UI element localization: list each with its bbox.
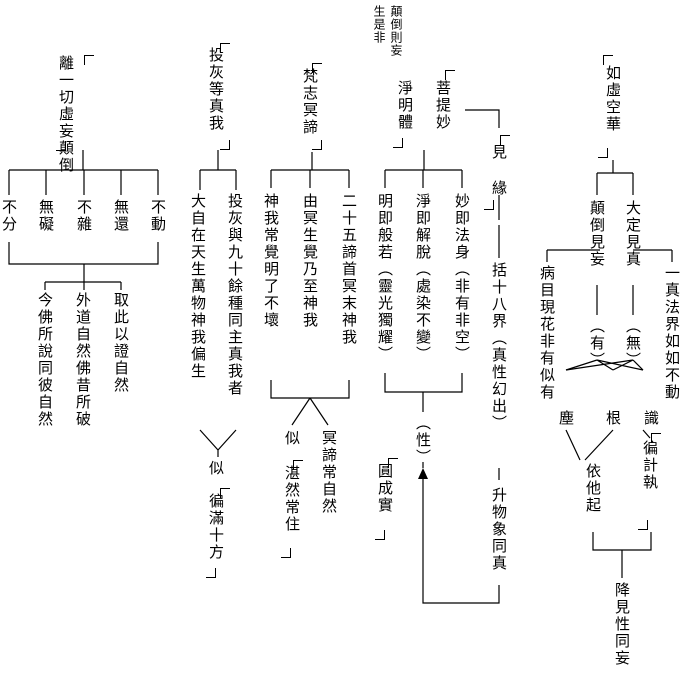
c1-b1: 不分 xyxy=(0,199,18,233)
c4-sheng: 升物象同真 xyxy=(490,487,508,572)
bracket-open xyxy=(293,460,303,470)
c5-t2: 根 xyxy=(604,410,622,427)
c5-side-l: 病目現花非有似有 xyxy=(538,265,556,401)
c5-l1-tag: （有） xyxy=(588,318,606,369)
c4-seed: （性） xyxy=(414,415,432,466)
c4-result: 圓成實 xyxy=(376,463,394,514)
c5-side-r: 一真法界如如不動 xyxy=(663,265,681,401)
bracket-close xyxy=(312,140,322,150)
bracket-open xyxy=(603,55,613,65)
bracket-close xyxy=(56,141,66,151)
c2-sim: 似 xyxy=(207,460,225,477)
c1-root: 離一切虛妄顛倒 xyxy=(57,55,75,174)
c3-b1: 神我常覺明了不壞 xyxy=(262,193,280,329)
c3-b3: 二十五諦首冥末神我 xyxy=(340,193,358,346)
bracket-open xyxy=(84,55,94,65)
bracket-open xyxy=(220,488,230,498)
bracket-open xyxy=(388,458,398,468)
c5-r2: 徧計執 xyxy=(641,440,659,491)
c5-l1: 顛倒見妄 xyxy=(588,200,606,268)
bracket-open xyxy=(312,63,322,73)
c5-t1: 塵 xyxy=(557,410,575,427)
bracket-close xyxy=(281,548,291,558)
c4-b3: 妙即法身（非有非空） xyxy=(453,193,471,363)
bracket-close xyxy=(598,148,608,158)
c4-note1: 生是非 xyxy=(372,5,386,44)
c4-root-b: 淨明體 xyxy=(396,80,414,131)
bracket-close xyxy=(638,520,648,530)
c1-b2: 無礙 xyxy=(37,199,55,233)
c4-b1: 明即般若（靈光獨耀） xyxy=(376,193,394,363)
c2-root: 投灰等真我 xyxy=(207,47,225,132)
c2-sim-term: 徧滿十方 xyxy=(207,493,225,561)
c5-l2-tag: （無） xyxy=(624,318,642,369)
c2-b1: 大自在天生萬物神我偏生 xyxy=(189,193,207,380)
c3-b2: 由冥生覺乃至神我 xyxy=(301,193,319,329)
bracket-open xyxy=(651,433,661,443)
c1-c1: 今佛所說同彼自然 xyxy=(36,292,54,428)
c4-note2: 顛倒則妄 xyxy=(389,5,403,57)
c5-root: 如虛空華 xyxy=(604,65,622,133)
c4-see: 見 xyxy=(490,144,508,161)
c5-fin: 降見性同妄 xyxy=(613,582,631,667)
c3-root: 梵志冥諦 xyxy=(301,68,319,136)
bracket-open xyxy=(500,135,510,145)
bracket-close xyxy=(393,138,403,148)
c4-kuo: 括十八界（真性幻出） xyxy=(490,262,508,432)
c3-sim: 似 xyxy=(283,430,301,447)
c2-b2: 投灰與九十餘種同主真我者 xyxy=(226,193,244,397)
c1-c3: 取此以證自然 xyxy=(112,292,130,394)
c1-c2: 外道自然佛昔所破 xyxy=(74,292,92,428)
c4-cond: 緣 xyxy=(490,180,508,197)
c5-t3: 識 xyxy=(642,410,660,427)
c4-b2: 淨即解脫（處染不變） xyxy=(414,193,432,363)
bracket-close xyxy=(375,530,385,540)
c3-sim-term: 湛然常住 xyxy=(283,465,301,533)
c4-root-a: 菩提妙 xyxy=(434,80,452,131)
bracket-close xyxy=(484,200,494,210)
c1-b5: 不動 xyxy=(149,199,167,233)
c5-r1: 依他起 xyxy=(584,463,602,514)
bracket-close xyxy=(220,140,230,150)
c3-c: 冥諦常自然 xyxy=(320,430,338,515)
c5-l2: 大定見真 xyxy=(624,200,642,268)
c1-b3: 不雜 xyxy=(75,199,93,233)
bracket-open xyxy=(220,43,230,53)
bracket-open xyxy=(445,70,455,80)
c1-b4: 無還 xyxy=(112,199,130,233)
bracket-close xyxy=(206,568,216,578)
